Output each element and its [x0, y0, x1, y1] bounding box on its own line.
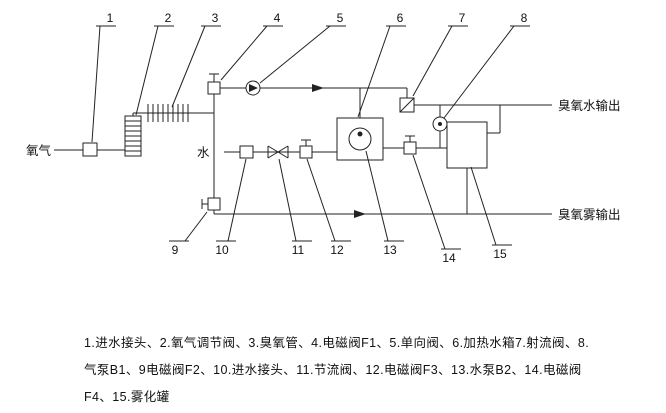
callout-13: 13 — [383, 243, 397, 257]
check-valve — [245, 80, 261, 96]
water-inlet-connector — [239, 145, 254, 159]
callout-12: 12 — [330, 243, 344, 257]
callout-numbers: 1 2 3 4 5 6 7 8 9 10 11 12 13 14 15 — [107, 11, 528, 265]
air-pump-b1 — [432, 116, 448, 132]
callout-3: 3 — [212, 11, 219, 25]
water-label: 水 — [197, 146, 210, 160]
ozone-mist-output-label: 臭氧雾输出 — [558, 207, 621, 222]
callout-8: 8 — [521, 11, 528, 25]
callout-7: 7 — [459, 11, 466, 25]
solenoid-valve-f2 — [201, 197, 221, 214]
solenoid-valve-f1 — [207, 73, 221, 95]
solenoid-valve-f3 — [299, 139, 313, 159]
callout-1: 1 — [107, 11, 114, 25]
legend-caption: 1.进水接头、2.氧气调节阀、3.臭氧管、4.电磁阀F1、5.单向阀、6.加热水… — [84, 336, 590, 404]
water-pump-b2 — [348, 127, 372, 151]
callout-4: 4 — [274, 11, 281, 25]
flow-arrow-bottom — [354, 210, 366, 218]
callout-5: 5 — [337, 11, 344, 25]
inlet-connector-1 — [82, 142, 98, 157]
callout-leaders — [91, 25, 530, 250]
callout-11: 11 — [292, 243, 305, 257]
oxygen-regulator-valve — [124, 115, 142, 157]
solenoid-valve-f4 — [403, 135, 417, 155]
callout-6: 6 — [397, 11, 404, 25]
ozone-tube — [146, 104, 190, 122]
callout-15: 15 — [493, 247, 507, 261]
oxygen-label: 氧气 — [26, 143, 52, 158]
callout-10: 10 — [215, 243, 229, 257]
jet-valve — [399, 97, 415, 113]
flow-arrow-top — [312, 84, 324, 92]
ozone-water-output-label: 臭氧水输出 — [558, 98, 621, 113]
callout-2: 2 — [165, 11, 172, 25]
callout-9: 9 — [172, 243, 179, 257]
atomizing-tank — [446, 121, 488, 169]
callout-14: 14 — [442, 251, 456, 265]
throttle-valve — [267, 145, 289, 159]
